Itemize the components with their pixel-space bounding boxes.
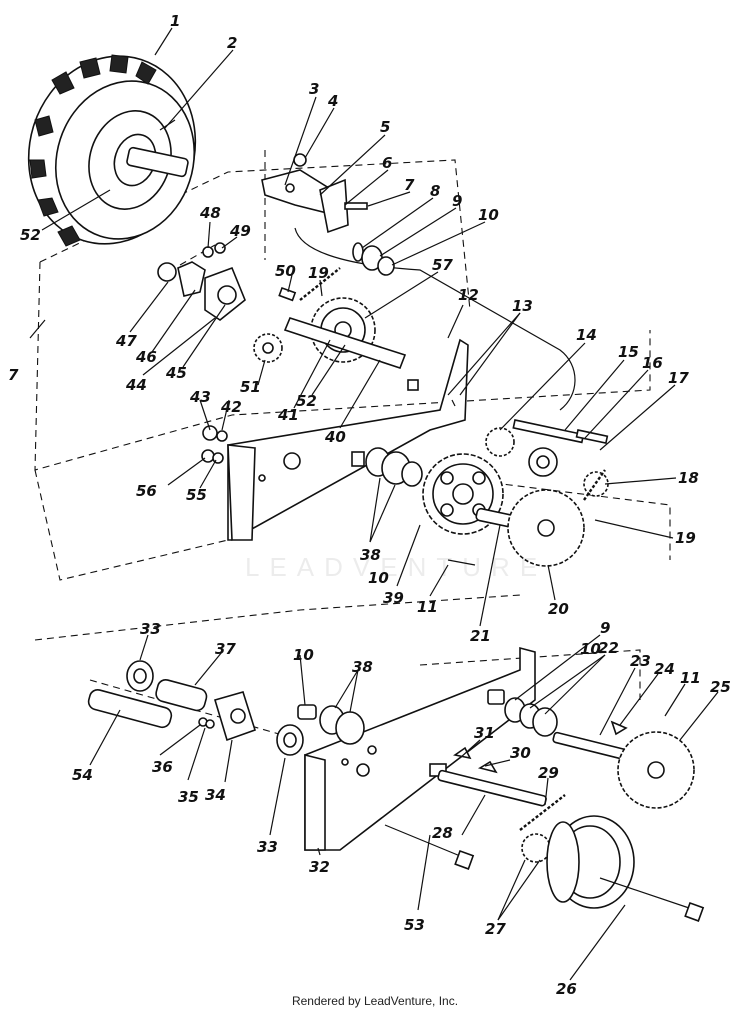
callout-14: 14	[576, 326, 597, 344]
lower-side-plate	[304, 646, 536, 851]
clutch-bracket	[261, 153, 576, 411]
callout-19-upper: 19	[308, 264, 329, 282]
callout-13: 13	[512, 297, 533, 315]
callout-7-upper: 7	[404, 176, 415, 194]
callout-15: 15	[618, 343, 639, 361]
callout-28: 28	[432, 824, 453, 842]
callout-20: 20	[548, 600, 569, 618]
callout-26: 26	[556, 980, 577, 998]
callout-41: 41	[277, 406, 299, 424]
callout-7-left: 7	[8, 366, 19, 384]
callout-3: 3	[309, 80, 319, 98]
callout-39: 39	[383, 589, 404, 607]
callout-40: 40	[324, 428, 346, 446]
callout-8: 8	[430, 182, 440, 200]
callout-29: 29	[538, 764, 559, 782]
callout-49: 49	[229, 222, 251, 240]
lower-washers	[297, 704, 365, 745]
callout-22: 22	[598, 639, 619, 657]
callout-16: 16	[642, 354, 663, 372]
upper-sprocket-shaft	[253, 267, 407, 369]
callout-24: 24	[654, 660, 675, 678]
assembly-outline	[34, 150, 671, 741]
callout-27: 27	[485, 920, 506, 938]
callout-21: 21	[470, 627, 491, 645]
callout-10-right: 10	[580, 640, 601, 658]
callout-11-mid: 11	[417, 598, 438, 616]
callout-52-shaft: 52	[296, 392, 317, 410]
callout-19-right: 19	[675, 529, 696, 547]
lower-left-shaft-parts	[87, 660, 304, 756]
callout-34: 34	[205, 786, 226, 804]
callout-42: 42	[220, 398, 242, 416]
callout-9-upper: 9	[452, 192, 462, 210]
hub-bearing-set	[157, 242, 297, 321]
callout-45: 45	[165, 364, 187, 382]
callout-52-wheel: 52	[20, 226, 41, 244]
callout-43: 43	[189, 388, 211, 406]
callout-50: 50	[275, 262, 296, 280]
watermark-text: LEADVENTURE	[245, 552, 548, 582]
callout-33-lower: 33	[257, 838, 278, 856]
callout-12: 12	[458, 286, 479, 304]
callout-10-upper: 10	[478, 206, 499, 224]
callout-4: 4	[327, 92, 338, 110]
washer-stack-top	[352, 242, 395, 276]
callout-54: 54	[72, 766, 93, 784]
callout-1: 1	[170, 12, 180, 30]
callout-17: 17	[668, 369, 689, 387]
callout-56: 56	[136, 482, 157, 500]
callout-18: 18	[678, 469, 699, 487]
callout-9-lower: 9	[600, 619, 610, 637]
callout-23: 23	[630, 652, 651, 670]
wheel-assembly	[27, 54, 197, 247]
lower-left-washers	[201, 425, 228, 464]
callout-33-upper: 33	[140, 620, 161, 638]
callout-6: 6	[382, 154, 392, 172]
callout-53: 53	[404, 916, 425, 934]
pulley-and-bolts	[384, 815, 705, 922]
callout-10-lower: 10	[293, 646, 314, 664]
callout-11-right: 11	[680, 669, 701, 687]
callout-57: 57	[432, 256, 453, 274]
callout-38-upper: 38	[360, 546, 381, 564]
lower-gear-train	[429, 689, 695, 863]
callout-31: 31	[474, 724, 495, 742]
leader-lines	[29, 27, 719, 981]
callout-30: 30	[510, 744, 531, 762]
callout-48: 48	[199, 204, 221, 222]
callout-44: 44	[125, 376, 147, 394]
callout-46: 46	[135, 348, 157, 366]
callout-5: 5	[380, 118, 390, 136]
callout-32: 32	[309, 858, 330, 876]
callout-38-lower: 38	[352, 658, 373, 676]
callout-25: 25	[710, 678, 731, 696]
callout-47: 47	[115, 332, 137, 350]
callout-37: 37	[215, 640, 236, 658]
callout-36: 36	[152, 758, 173, 776]
upper-gear-train	[351, 399, 609, 567]
callout-35: 35	[178, 788, 199, 806]
footer-credit: Rendered by LeadVenture, Inc.	[291, 994, 459, 1008]
upper-side-plate	[227, 338, 469, 541]
callout-2: 2	[227, 34, 237, 52]
callout-10-mid: 10	[368, 569, 389, 587]
callout-55: 55	[186, 486, 207, 504]
callout-labels: 1 2 3 4 5 6 7 7 8 9 9 10 10 10 10 11 11 …	[8, 12, 731, 998]
callout-51: 51	[240, 378, 261, 396]
